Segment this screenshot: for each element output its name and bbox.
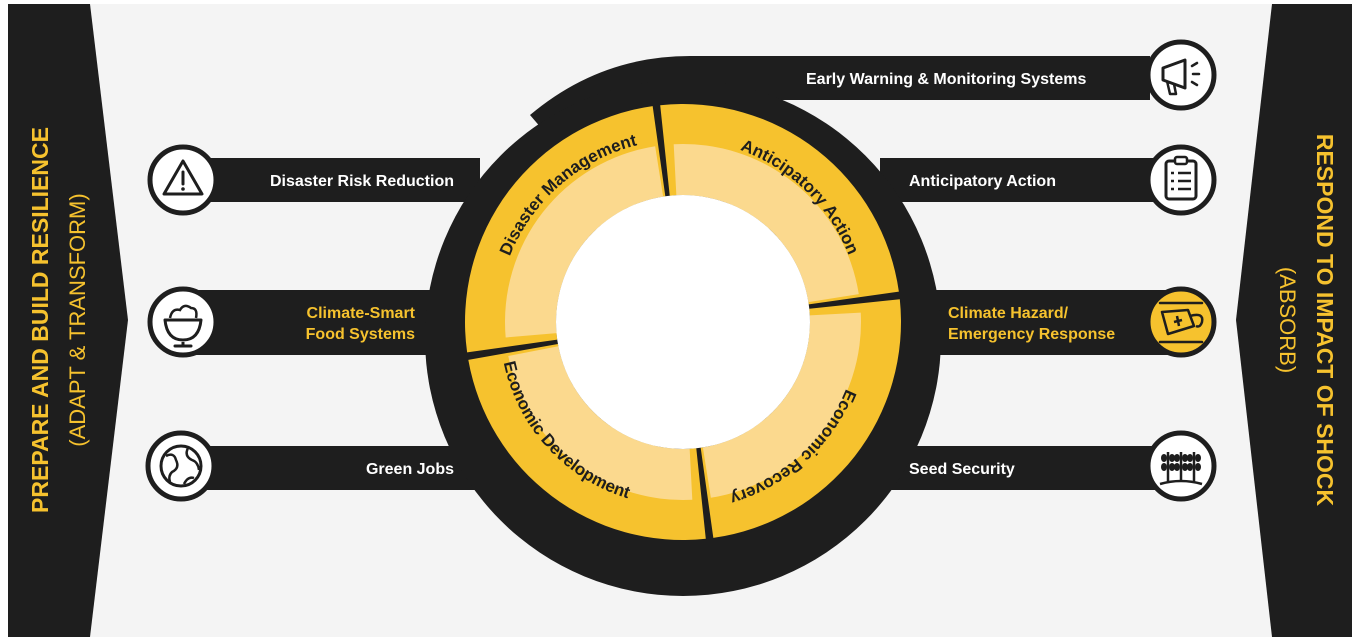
item-label-climate-smart: Climate-Smart [307, 305, 416, 322]
clipboard-checklist-icon [1145, 144, 1217, 216]
wheat-crop-icon [1145, 430, 1217, 502]
drr-connector [180, 158, 480, 202]
aid-kit-icon [1145, 286, 1217, 358]
food-bowl-icon [147, 286, 219, 358]
left-banner-title: PREPARE AND BUILD RESILIENCE [27, 127, 53, 513]
item-label-food-systems: Food Systems [306, 326, 415, 343]
item-label-early-warning: Early Warning & Monitoring Systems [806, 71, 1086, 88]
early-warning-connector [530, 56, 1150, 150]
cycle-segment-inner-economic-recovery [702, 312, 861, 498]
cycle-segment-inner-anticipatory-action [673, 144, 859, 303]
item-label-seed-security: Seed Security [909, 461, 1015, 478]
warning-triangle-icon [147, 144, 219, 216]
right-banner-subtitle: (ABSORB) [1275, 267, 1300, 373]
item-label-emergency-response: Emergency Response [948, 326, 1115, 343]
item-label-green-jobs: Green Jobs [366, 461, 454, 478]
left-banner-subtitle: (ADAPT & TRANSFORM) [65, 193, 90, 446]
anticipatory-connector [880, 158, 1180, 202]
item-label-anticipatory-action: Anticipatory Action [909, 173, 1056, 190]
seed-connector [880, 446, 1180, 490]
item-label-climate-hazard: Climate Hazard/ [948, 305, 1069, 322]
green-jobs-connector [180, 446, 480, 490]
right-banner-title: RESPOND TO IMPACT OF SHOCK [1312, 134, 1338, 507]
cycle-center [556, 195, 810, 449]
globe-icon [145, 430, 217, 502]
cycle-segments [465, 104, 901, 540]
megaphone-icon [1145, 39, 1217, 111]
cycle-segment-inner-disaster-management [505, 146, 664, 338]
item-label-disaster-risk-reduction: Disaster Risk Reduction [270, 173, 454, 190]
right-banner [1236, 4, 1352, 637]
left-banner [8, 4, 128, 637]
cycle-segment-inner-economic-development [508, 346, 693, 500]
